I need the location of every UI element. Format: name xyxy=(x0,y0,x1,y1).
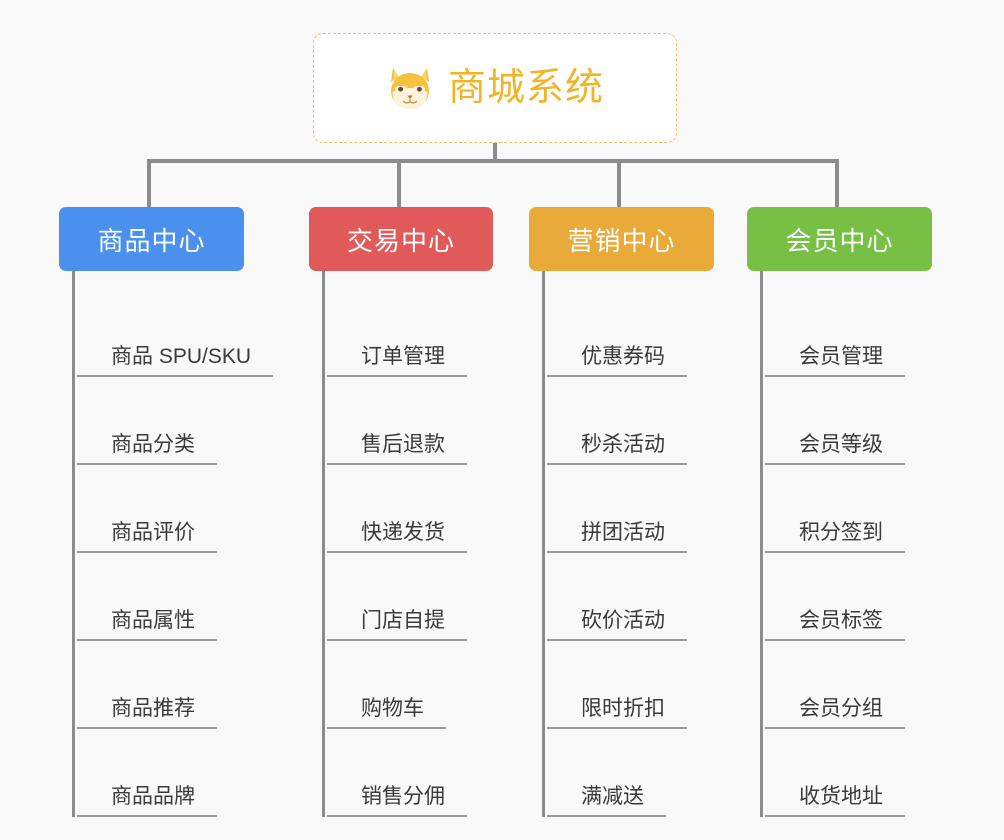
connector-drop-3 xyxy=(617,159,621,207)
leaf-item[interactable]: 门店自提 xyxy=(325,553,539,641)
leaf-item[interactable]: 快递发货 xyxy=(325,465,539,553)
leaf-list-2: 订单管理 售后退款 快递发货 门店自提 购物车 销售分佣 xyxy=(322,271,539,817)
connector-horizontal-bus xyxy=(147,159,839,163)
shiba-dog-icon xyxy=(390,68,429,109)
leaf-label: 门店自提 xyxy=(327,609,467,641)
leaf-item[interactable]: 商品属性 xyxy=(75,553,319,641)
leaf-item[interactable]: 会员管理 xyxy=(763,289,977,377)
branch-header-4[interactable]: 会员中心 xyxy=(747,207,932,271)
root-node[interactable]: 商城系统 xyxy=(313,33,677,143)
leaf-item[interactable]: 满减送 xyxy=(545,729,759,817)
leaf-item[interactable]: 购物车 xyxy=(325,641,539,729)
connector-drop-2 xyxy=(397,159,401,207)
leaf-item[interactable]: 销售分佣 xyxy=(325,729,539,817)
leaf-label: 售后退款 xyxy=(327,433,467,465)
leaf-label: 砍价活动 xyxy=(547,609,687,641)
leaf-label: 满减送 xyxy=(547,785,666,817)
leaf-item[interactable]: 优惠券码 xyxy=(545,289,759,377)
leaf-label: 订单管理 xyxy=(327,345,467,377)
leaf-item[interactable]: 商品分类 xyxy=(75,377,319,465)
leaf-label: 会员管理 xyxy=(765,345,905,377)
leaf-label: 限时折扣 xyxy=(547,697,687,729)
leaf-item[interactable]: 收货地址 xyxy=(763,729,977,817)
leaf-list-3: 优惠券码 秒杀活动 拼团活动 砍价活动 限时折扣 满减送 xyxy=(542,271,759,817)
leaf-item[interactable]: 会员等级 xyxy=(763,377,977,465)
leaf-item[interactable]: 限时折扣 xyxy=(545,641,759,729)
leaf-item[interactable]: 售后退款 xyxy=(325,377,539,465)
leaf-item[interactable]: 积分签到 xyxy=(763,465,977,553)
leaf-label: 积分签到 xyxy=(765,521,905,553)
leaf-label: 商品分类 xyxy=(77,433,217,465)
leaf-label: 秒杀活动 xyxy=(547,433,687,465)
leaf-item[interactable]: 商品品牌 xyxy=(75,729,319,817)
leaf-label: 优惠券码 xyxy=(547,345,687,377)
branch-column-4: 会员中心 会员管理 会员等级 积分签到 会员标签 会员分组 收货地址 xyxy=(747,207,977,833)
leaf-label: 商品评价 xyxy=(77,521,217,553)
leaf-item[interactable]: 商品 SPU/SKU xyxy=(75,289,319,377)
leaf-label: 商品推荐 xyxy=(77,697,217,729)
leaf-label: 会员分组 xyxy=(765,697,905,729)
leaf-label: 商品 SPU/SKU xyxy=(77,345,274,377)
branch-header-1[interactable]: 商品中心 xyxy=(59,207,244,271)
leaf-item[interactable]: 商品推荐 xyxy=(75,641,319,729)
leaf-label: 购物车 xyxy=(327,697,446,729)
connector-drop-1 xyxy=(147,159,151,207)
connector-root-stem xyxy=(493,143,497,163)
leaf-list-4: 会员管理 会员等级 积分签到 会员标签 会员分组 收货地址 xyxy=(760,271,977,817)
branch-column-2: 交易中心 订单管理 售后退款 快递发货 门店自提 购物车 销售分佣 xyxy=(309,207,539,833)
leaf-item[interactable]: 秒杀活动 xyxy=(545,377,759,465)
leaf-label: 快递发货 xyxy=(327,521,467,553)
leaf-label: 会员标签 xyxy=(765,609,905,641)
leaf-item[interactable]: 砍价活动 xyxy=(545,553,759,641)
connector-drop-4 xyxy=(835,159,839,207)
leaf-label: 销售分佣 xyxy=(327,785,467,817)
branch-column-1: 商品中心 商品 SPU/SKU 商品分类 商品评价 商品属性 商品推荐 商品品牌 xyxy=(59,207,319,833)
branch-header-2[interactable]: 交易中心 xyxy=(309,207,493,271)
leaf-label: 会员等级 xyxy=(765,433,905,465)
branch-header-3[interactable]: 营销中心 xyxy=(529,207,714,271)
leaf-item[interactable]: 会员分组 xyxy=(763,641,977,729)
leaf-label: 商品品牌 xyxy=(77,785,217,817)
leaf-label: 商品属性 xyxy=(77,609,217,641)
leaf-item[interactable]: 会员标签 xyxy=(763,553,977,641)
leaf-item[interactable]: 订单管理 xyxy=(325,289,539,377)
leaf-item[interactable]: 商品评价 xyxy=(75,465,319,553)
leaf-list-1: 商品 SPU/SKU 商品分类 商品评价 商品属性 商品推荐 商品品牌 xyxy=(72,271,319,817)
branch-column-3: 营销中心 优惠券码 秒杀活动 拼团活动 砍价活动 限时折扣 满减送 xyxy=(529,207,759,833)
leaf-label: 收货地址 xyxy=(765,785,905,817)
leaf-item[interactable]: 拼团活动 xyxy=(545,465,759,553)
root-title: 商城系统 xyxy=(447,67,604,109)
leaf-label: 拼团活动 xyxy=(547,521,687,553)
